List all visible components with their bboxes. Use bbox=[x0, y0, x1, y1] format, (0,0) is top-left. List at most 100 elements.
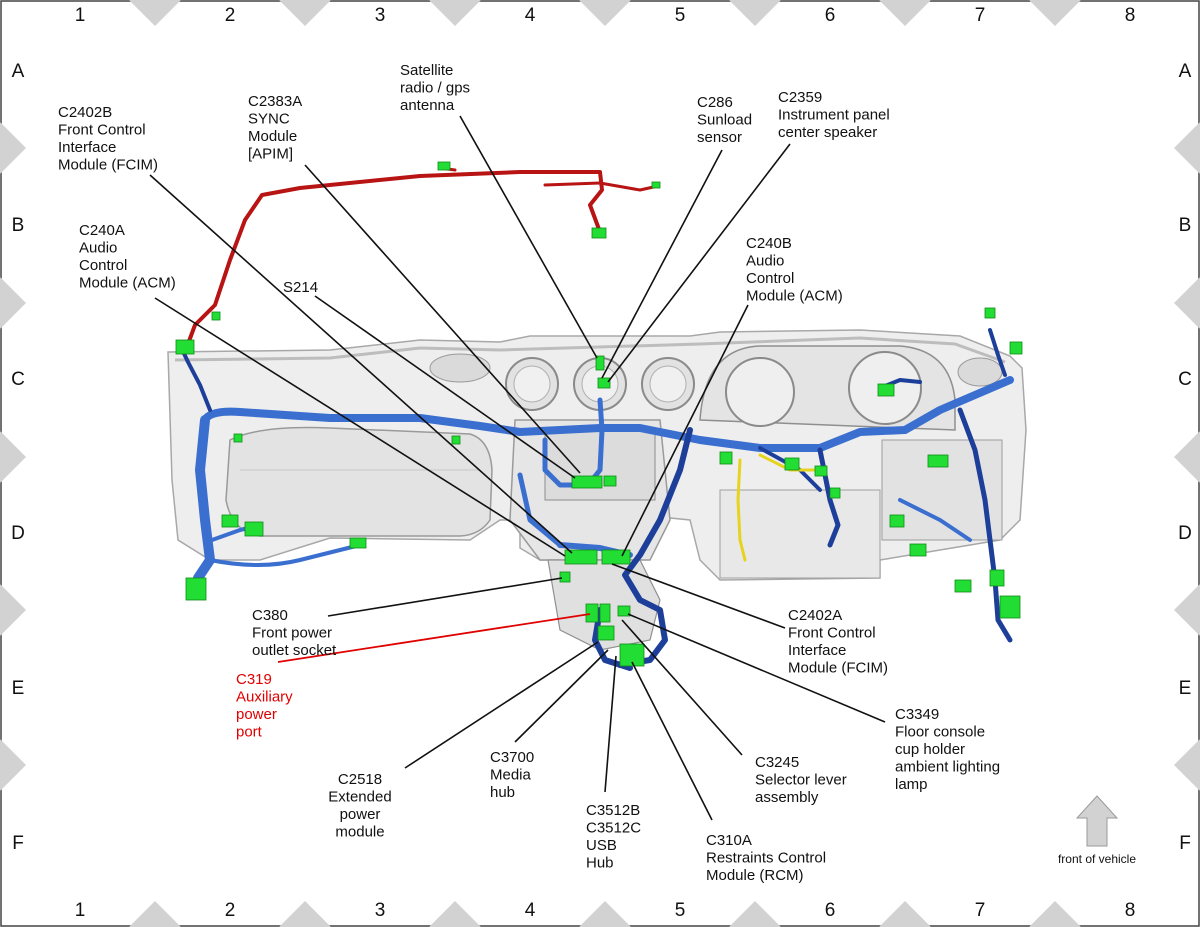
leader-c240b bbox=[621, 304, 749, 557]
connector bbox=[651, 181, 661, 189]
callout-line: C2402B bbox=[58, 104, 112, 121]
grid-row-label: A bbox=[12, 61, 25, 82]
front-of-vehicle-indicator: front of vehicle bbox=[1058, 795, 1136, 866]
connector bbox=[617, 605, 631, 617]
connector bbox=[597, 377, 611, 389]
connector bbox=[877, 383, 895, 397]
callout-line: Audio bbox=[746, 253, 784, 270]
grid-marker bbox=[0, 431, 26, 483]
connector bbox=[591, 227, 607, 239]
vent-right bbox=[957, 357, 1003, 387]
callout-line: Module bbox=[248, 128, 297, 145]
callout-line: port bbox=[236, 724, 263, 741]
callout-line: assembly bbox=[755, 789, 819, 806]
connector bbox=[233, 433, 243, 443]
leader-c240a bbox=[154, 297, 566, 557]
callout-line: Front Control bbox=[58, 122, 146, 139]
left-drop bbox=[193, 415, 215, 583]
callout-line: C310A bbox=[706, 832, 752, 849]
grid-marker bbox=[1174, 277, 1200, 329]
callout-line: radio / gps bbox=[400, 80, 470, 97]
callout-line: Auxiliary bbox=[236, 689, 293, 706]
callout-line: C286 bbox=[697, 94, 733, 111]
grid-marker bbox=[429, 901, 481, 927]
grid-row-label: F bbox=[1179, 833, 1191, 854]
leader-c319 bbox=[277, 613, 591, 663]
leader-c310a bbox=[631, 661, 713, 821]
callout-line: Hub bbox=[586, 855, 614, 872]
grid-marker bbox=[579, 0, 631, 26]
callout-line: C3349 bbox=[895, 706, 939, 723]
grid-marker bbox=[1174, 739, 1200, 791]
leader-c3512 bbox=[604, 655, 617, 793]
grid-column-label: 8 bbox=[1125, 5, 1136, 26]
grid-column-label: 3 bbox=[375, 5, 386, 26]
callout-line: power bbox=[340, 806, 381, 823]
connector bbox=[597, 625, 615, 641]
callout-line: Selector lever bbox=[755, 772, 847, 789]
center-gauge-right-inner bbox=[649, 365, 687, 403]
grid-row-label: B bbox=[1179, 215, 1192, 236]
callout-line: C3245 bbox=[755, 754, 799, 771]
connector bbox=[571, 475, 603, 489]
grid-column-label: 4 bbox=[525, 900, 536, 921]
cluster-gauge-left bbox=[725, 357, 795, 427]
callout-line: sensor bbox=[697, 129, 742, 146]
grid-column-label: 1 bbox=[75, 900, 86, 921]
callout-line: Module (RCM) bbox=[706, 867, 804, 884]
leader-c3700 bbox=[514, 649, 609, 743]
callout-line: Audio bbox=[79, 240, 117, 257]
connector bbox=[595, 355, 605, 371]
callout-line: C2359 bbox=[778, 89, 822, 106]
callout-line: Interface bbox=[58, 139, 116, 156]
grid-column-label: 5 bbox=[675, 900, 686, 921]
connector bbox=[984, 307, 996, 319]
grid-marker bbox=[279, 0, 331, 26]
connector bbox=[999, 595, 1021, 619]
leader-c2402b bbox=[149, 174, 573, 554]
center-gauge-left-inner bbox=[513, 365, 551, 403]
connector bbox=[784, 457, 800, 471]
callout-line: C240B bbox=[746, 235, 792, 252]
callout-line: center speaker bbox=[778, 124, 877, 141]
callout-line: C319 bbox=[236, 671, 272, 688]
dash-top-edge bbox=[174, 336, 1006, 364]
callout-line: S214 bbox=[283, 279, 318, 296]
grid-marker bbox=[879, 0, 931, 26]
grid-marker bbox=[1029, 0, 1081, 26]
console-run-c bbox=[517, 472, 563, 548]
leader-c380 bbox=[327, 577, 563, 617]
leader-c3245 bbox=[621, 619, 743, 756]
leader-c2518 bbox=[404, 641, 599, 769]
connector bbox=[437, 161, 451, 171]
grid-column-label: 8 bbox=[1125, 900, 1136, 921]
connector bbox=[599, 603, 611, 623]
grid-marker bbox=[1174, 122, 1200, 174]
connector bbox=[349, 537, 367, 549]
grid-column-label: 5 bbox=[675, 5, 686, 26]
grid-marker bbox=[0, 739, 26, 791]
connector bbox=[559, 571, 571, 583]
connector bbox=[889, 514, 905, 528]
grid-row-label: D bbox=[1178, 523, 1192, 544]
callout-line: Restraints Control bbox=[706, 850, 826, 867]
leader-s214 bbox=[314, 295, 576, 479]
instrument-panel-illustration bbox=[167, 329, 1027, 651]
callout-line: C3700 bbox=[490, 749, 534, 766]
connector bbox=[185, 577, 207, 601]
callout-line: SYNC bbox=[248, 111, 290, 128]
callout-line: USB bbox=[586, 837, 617, 854]
grid-row-label: F bbox=[12, 833, 24, 854]
callout-line: Front Control bbox=[788, 625, 876, 642]
grid-marker bbox=[429, 0, 481, 26]
callout-line: Media bbox=[490, 767, 532, 784]
callout-line: Module (ACM) bbox=[746, 288, 843, 305]
callout-line: Control bbox=[746, 270, 794, 287]
